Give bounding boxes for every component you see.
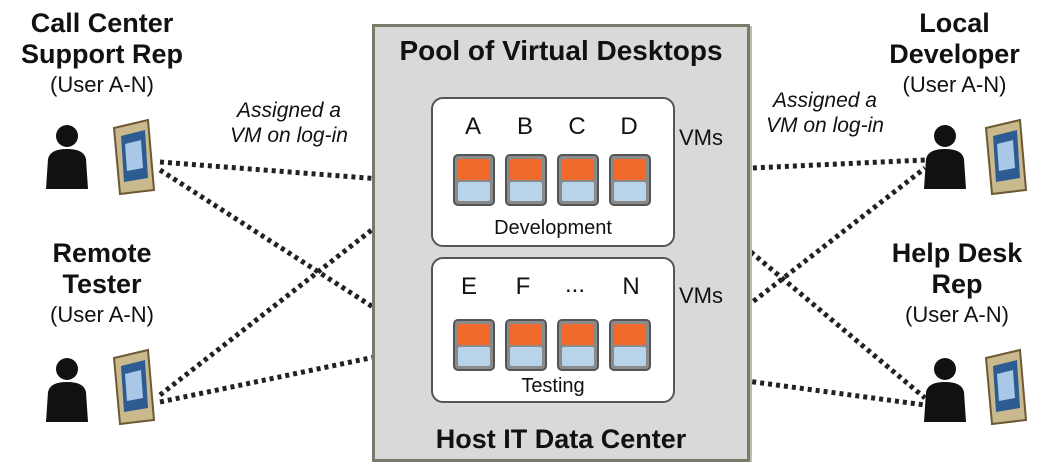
call-center-role-line2: Support Rep xyxy=(21,39,183,70)
local-developer-sub: (User A-N) xyxy=(902,72,1007,98)
person-silhouette-icon xyxy=(924,125,966,189)
monitor-icon xyxy=(112,348,156,426)
help-desk-sub: (User A-N) xyxy=(905,302,1009,328)
call-center-role-line1: Call Center xyxy=(30,8,174,38)
datacenter-title: Host IT Data Center xyxy=(435,424,687,454)
assigned-right-line2: VM on log-in xyxy=(766,114,884,138)
person-silhouette-icon xyxy=(46,358,88,422)
development-vms-label: VMs xyxy=(679,125,723,150)
connector-devloc-test xyxy=(663,166,927,372)
monitor-icon xyxy=(984,118,1028,196)
assigned-right-line1: Assigned a xyxy=(773,89,877,112)
person-silhouette-icon xyxy=(46,125,88,189)
development-group: A B C D Development xyxy=(431,97,675,247)
vm-icon xyxy=(453,319,495,371)
local-developer-role-line2: Developer xyxy=(889,39,1020,70)
help-desk-label: Help Desk Rep (User A-N) xyxy=(867,238,1047,327)
vm-label-f: F xyxy=(515,273,531,300)
vm-label-b: B xyxy=(516,113,533,140)
remote-tester-label: Remote Tester (User A-N) xyxy=(2,238,202,327)
vm-icon xyxy=(505,154,547,206)
remote-tester-role-line1: Remote xyxy=(52,238,152,268)
testing-vms-label: VMs xyxy=(679,283,723,308)
local-developer-label: Local Developer (User A-N) xyxy=(862,8,1047,97)
pool-title: Pool of Virtual Desktops xyxy=(399,35,723,66)
assigned-annotation-left: Assigned a VM on log-in xyxy=(214,98,364,148)
call-center-label: Call Center Support Rep (User A-N) xyxy=(2,8,202,97)
vm-icon xyxy=(453,154,495,206)
vm-label-c: C xyxy=(568,113,586,140)
assigned-left-line1: Assigned a xyxy=(237,99,341,122)
help-desk-role-line2: Rep xyxy=(931,269,983,300)
call-center-sub: (User A-N) xyxy=(50,72,154,98)
vm-label-e: E xyxy=(460,273,477,300)
assigned-annotation-right: Assigned a VM on log-in xyxy=(750,88,900,138)
vm-icon xyxy=(505,319,547,371)
assigned-left-line2: VM on log-in xyxy=(230,124,348,148)
monitor-icon xyxy=(984,348,1028,426)
development-label: Development xyxy=(494,217,612,239)
testing-label: Testing xyxy=(521,375,585,397)
host-datacenter: Pool of Virtual Desktops A B C D Develop… xyxy=(372,24,750,462)
vm-label-d: D xyxy=(620,113,638,140)
vm-icon xyxy=(609,154,651,206)
vm-icon xyxy=(557,154,599,206)
vm-label-a: A xyxy=(464,113,481,140)
local-developer-role-line1: Local xyxy=(919,8,990,38)
testing-group: E F ... N Testing xyxy=(431,257,675,403)
remote-tester-role-line2: Tester xyxy=(62,269,142,300)
vm-label-n: N xyxy=(622,273,640,300)
connector-tester-test xyxy=(159,342,433,405)
vm-icon xyxy=(609,319,651,371)
vm-label-ellipsis: ... xyxy=(564,271,585,298)
connector-tester-dev xyxy=(158,181,434,397)
connector-callcenter-test xyxy=(158,167,434,348)
remote-tester-sub: (User A-N) xyxy=(50,302,154,328)
vm-icon xyxy=(557,319,599,371)
help-desk-role-line1: Help Desk xyxy=(891,238,1023,268)
person-silhouette-icon xyxy=(924,358,966,422)
monitor-icon xyxy=(112,118,156,196)
